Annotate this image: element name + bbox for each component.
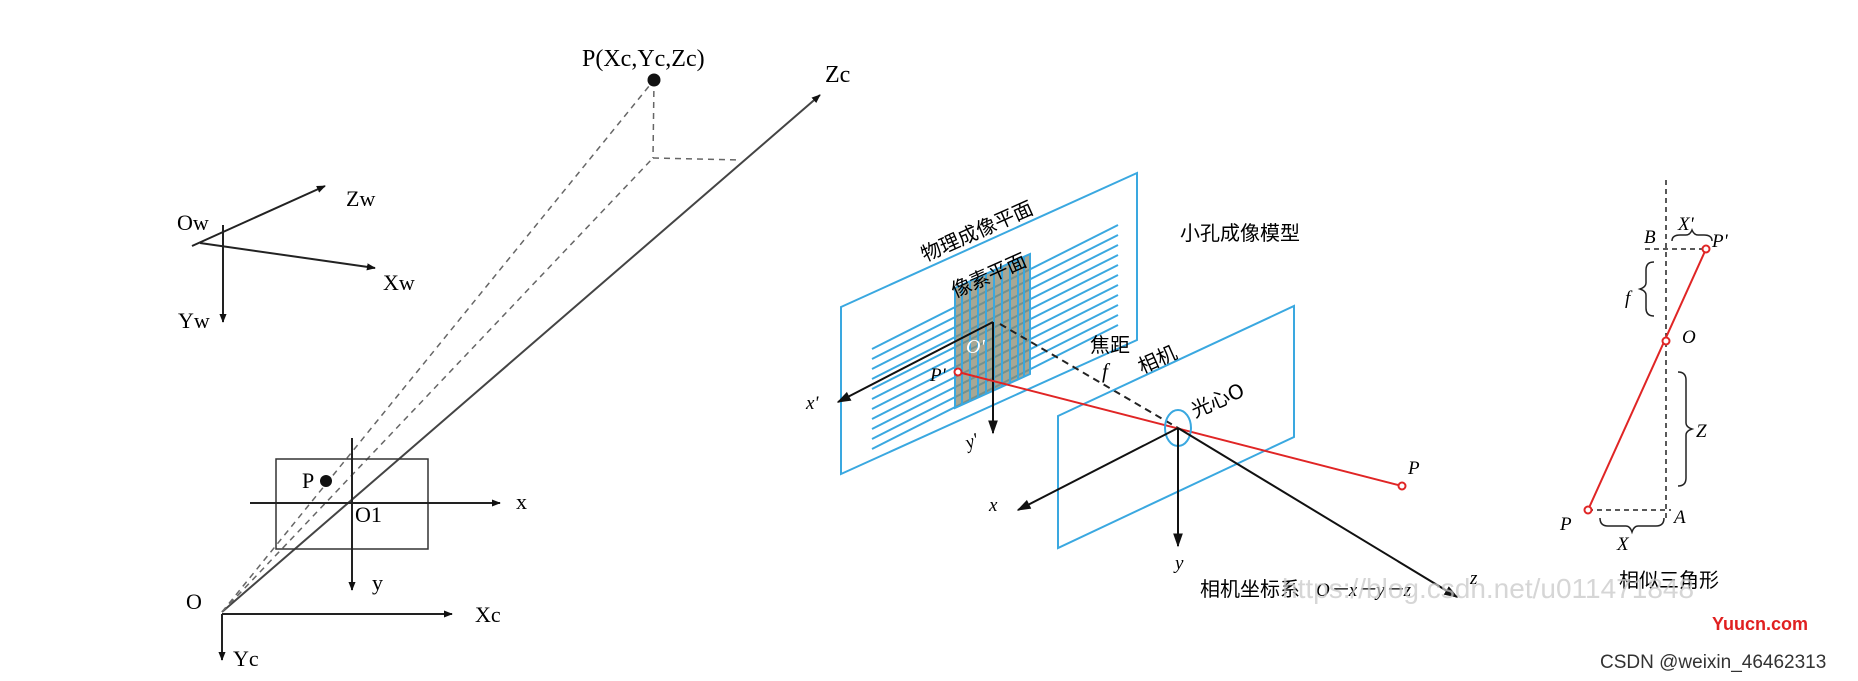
focal-length-label: 焦距 xyxy=(1090,333,1130,357)
brace-x-prime xyxy=(1671,227,1713,242)
focal-length-line xyxy=(999,323,1179,429)
label-f: f xyxy=(1625,288,1633,309)
world-point-p xyxy=(647,73,661,87)
image-point-p-prime-label: P' xyxy=(929,365,947,386)
camera-frame-formula: O－x－y－z xyxy=(1316,580,1412,601)
label-b: B xyxy=(1644,227,1656,248)
image-point-label: P xyxy=(302,468,314,493)
world-axis-xw-label: Xw xyxy=(383,270,415,295)
world-axis-yw-label: Yw xyxy=(178,308,210,333)
label-x: X xyxy=(1616,534,1630,555)
camera-origin-label: O xyxy=(186,589,202,614)
focal-symbol: f xyxy=(1102,359,1111,383)
image-axis-y-prime-label: y' xyxy=(961,429,983,454)
projection-lines xyxy=(221,79,741,613)
site-watermark: Yuucn.com xyxy=(1712,614,1808,634)
world-point-label: P(Xc,Yc,Zc) xyxy=(582,46,705,72)
image-center-label: O1 xyxy=(355,502,382,527)
image-center-o-prime: O' xyxy=(966,336,985,358)
label-p-prime: P' xyxy=(1711,231,1729,252)
camera-axis-z xyxy=(1177,427,1459,598)
point-o xyxy=(1661,336,1671,346)
camera-frame-label: 相机坐标系 xyxy=(1200,577,1300,601)
pinhole-title: 小孔成像模型 xyxy=(1180,221,1300,245)
camera-axis-zc xyxy=(221,94,821,613)
label-o: O xyxy=(1682,327,1696,348)
similar-ray xyxy=(1587,248,1707,511)
similar-triangles-title: 相似三角形 xyxy=(1619,568,1719,592)
world-axis-zw xyxy=(191,185,326,247)
brace-x xyxy=(1599,517,1665,535)
world-axis-zw-label: Zw xyxy=(346,186,375,211)
label-x-prime: X' xyxy=(1677,214,1695,235)
brace-z xyxy=(1677,371,1695,487)
camera-label: 相机 xyxy=(1134,340,1180,378)
camera-axis-y-label: y xyxy=(1173,553,1184,574)
author-watermark: CSDN @weixin_46462313 xyxy=(1600,652,1826,673)
world-camera-diagram: Ow Zw Xw Yw Zc P(Xc,Yc,Zc) P O1 x y O Xc… xyxy=(177,46,850,671)
camera-axis-x-label: x xyxy=(988,495,998,516)
image-axis-x-label: x xyxy=(516,489,527,514)
world-origin-label: Ow xyxy=(177,210,209,235)
blog-url-watermark: https://blog.csdn.net/u011471848 xyxy=(1282,573,1694,604)
label-a: A xyxy=(1672,507,1686,528)
image-axis-x-prime-label: x' xyxy=(805,393,819,414)
camera-axis-z-label: z xyxy=(1469,568,1478,589)
point-p-prime xyxy=(1701,244,1711,254)
camera-axis-x xyxy=(1016,427,1179,511)
similar-triangles-diagram: B X' P' f O Z P A X 相似三角形 xyxy=(1559,180,1729,592)
camera-plane xyxy=(1057,304,1295,550)
label-z: Z xyxy=(1696,421,1707,442)
optical-center-label: 光心O xyxy=(1187,378,1248,423)
object-point-p-label: P xyxy=(1407,458,1420,479)
brace-f xyxy=(1637,261,1655,317)
image-axis-x-prime xyxy=(836,321,994,403)
world-axis-xw xyxy=(199,242,376,271)
image-axis-y-label: y xyxy=(372,570,383,595)
physical-image-plane xyxy=(840,171,1138,476)
label-p: P xyxy=(1559,514,1572,535)
pixel-grid xyxy=(961,257,1025,405)
pinhole-diagram: 物理成像平面 像素平面 O' x' y' 焦距 f 相机 P' P 光心O x … xyxy=(805,171,1478,601)
image-point-p-prime xyxy=(953,367,963,377)
object-point-p xyxy=(1397,481,1407,491)
image-point-p xyxy=(320,475,332,487)
point-p xyxy=(1583,505,1593,515)
camera-axis-yc-label: Yc xyxy=(233,646,259,671)
camera-axis-xc-label: Xc xyxy=(475,602,501,627)
camera-axis-zc-label: Zc xyxy=(825,62,850,88)
